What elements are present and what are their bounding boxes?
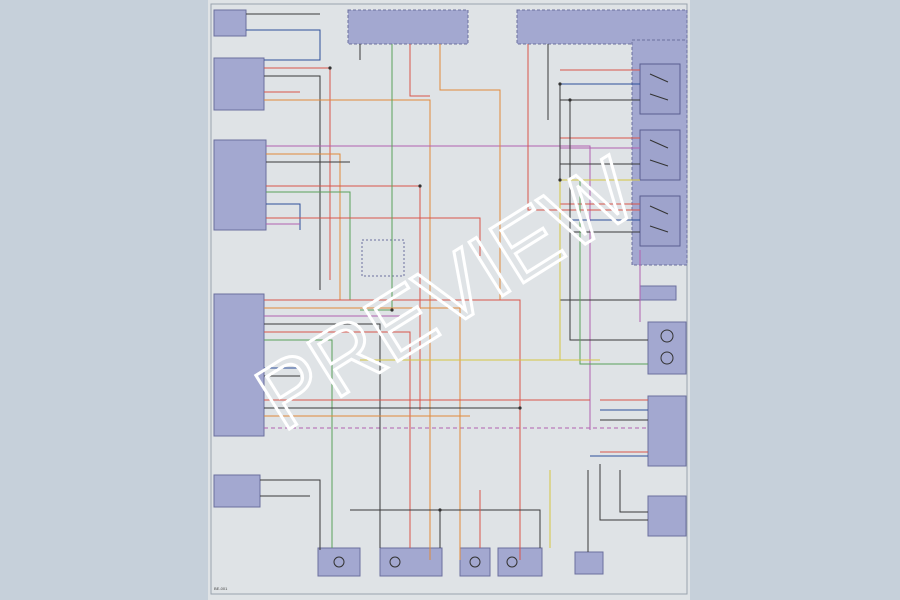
module-fan-motors xyxy=(647,321,687,375)
wire-black-10 xyxy=(569,100,648,341)
motor-icon-3 xyxy=(469,556,481,568)
wire-black-2 xyxy=(264,75,321,290)
module-relay-center xyxy=(516,9,688,45)
relay-1 xyxy=(639,63,681,115)
wire-orange-1 xyxy=(264,99,431,560)
wire-green-3 xyxy=(579,180,648,365)
relay-1-switch xyxy=(649,73,669,101)
wire-red-6 xyxy=(527,44,640,211)
relay-2 xyxy=(639,129,681,181)
wire-black-12 xyxy=(599,464,648,521)
wire-black-9 xyxy=(559,84,640,301)
splices xyxy=(328,66,572,512)
wire-black-13 xyxy=(619,470,648,513)
wire-red-13 xyxy=(264,331,411,548)
relay-3-switch xyxy=(649,205,669,233)
actuator-2 xyxy=(379,547,443,577)
module-temperature-control xyxy=(213,139,267,231)
actuator-5 xyxy=(574,551,604,575)
wire-green-4 xyxy=(264,339,333,548)
splice-8 xyxy=(418,184,422,188)
module-body-control xyxy=(213,293,265,437)
actuator-1 xyxy=(317,547,361,577)
relay-2-switch xyxy=(649,139,669,167)
wire-black-19 xyxy=(350,509,441,548)
wire-black-14 xyxy=(264,323,381,548)
wire-orange-3 xyxy=(439,44,501,300)
wire-orange-2 xyxy=(266,153,341,300)
splice-5 xyxy=(558,178,562,182)
module-center-connector xyxy=(361,239,405,277)
module-compressor-clutch xyxy=(639,285,677,301)
wire-orange-4 xyxy=(264,307,461,560)
wire-black-20 xyxy=(440,509,541,548)
wire-black-17 xyxy=(260,479,321,550)
wire-red-5 xyxy=(409,44,430,97)
module-fuse-block-top xyxy=(347,9,469,45)
motor-icon-4 xyxy=(506,556,518,568)
wire-purple-1 xyxy=(266,145,591,430)
wires xyxy=(246,13,648,560)
splice-4 xyxy=(568,98,572,102)
relay-3 xyxy=(639,195,681,247)
diagram-frame xyxy=(210,3,688,595)
wire-red-4 xyxy=(266,217,481,256)
module-pressure-sensor xyxy=(647,395,687,467)
fan-motor-2 xyxy=(660,351,674,365)
wire-blue-1 xyxy=(246,29,321,61)
splice-2 xyxy=(390,308,394,312)
actuator-3 xyxy=(459,547,491,577)
module-coolant-sensor xyxy=(647,495,687,537)
module-sensor-top-left xyxy=(213,9,247,37)
motor-icon-1 xyxy=(333,556,345,568)
splice-3 xyxy=(558,82,562,86)
module-power-module xyxy=(213,57,265,111)
fan-motor-1 xyxy=(660,329,674,343)
wire-green-1 xyxy=(266,191,351,300)
module-sensor-bottom-left xyxy=(213,474,261,508)
splice-7 xyxy=(518,406,522,410)
splice-6 xyxy=(438,508,442,512)
wire-blue-2 xyxy=(266,203,301,230)
sheet-code: BE-001 xyxy=(214,586,228,591)
splice-1 xyxy=(328,66,332,70)
motor-icon-2 xyxy=(389,556,401,568)
wire-red-12 xyxy=(264,299,521,560)
